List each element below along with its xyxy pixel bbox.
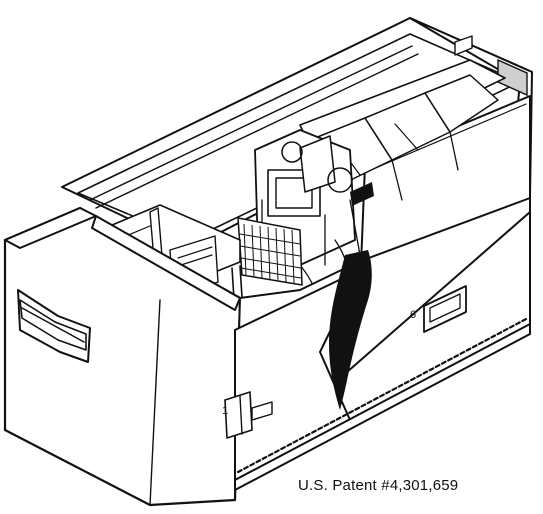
- label-1: 1: [222, 405, 228, 417]
- label-6: 6: [410, 309, 416, 321]
- mesh-grille: [237, 217, 303, 286]
- reference-numerals: 1 6: [222, 309, 416, 417]
- patent-caption: U.S. Patent #4,301,659: [298, 477, 459, 494]
- housing-front-left: [3, 206, 242, 507]
- name-plate: [423, 285, 467, 333]
- latch: [224, 391, 273, 439]
- bottom-rail: [236, 316, 530, 474]
- housing-front-panel: [234, 197, 531, 491]
- coin-slot: [17, 289, 91, 363]
